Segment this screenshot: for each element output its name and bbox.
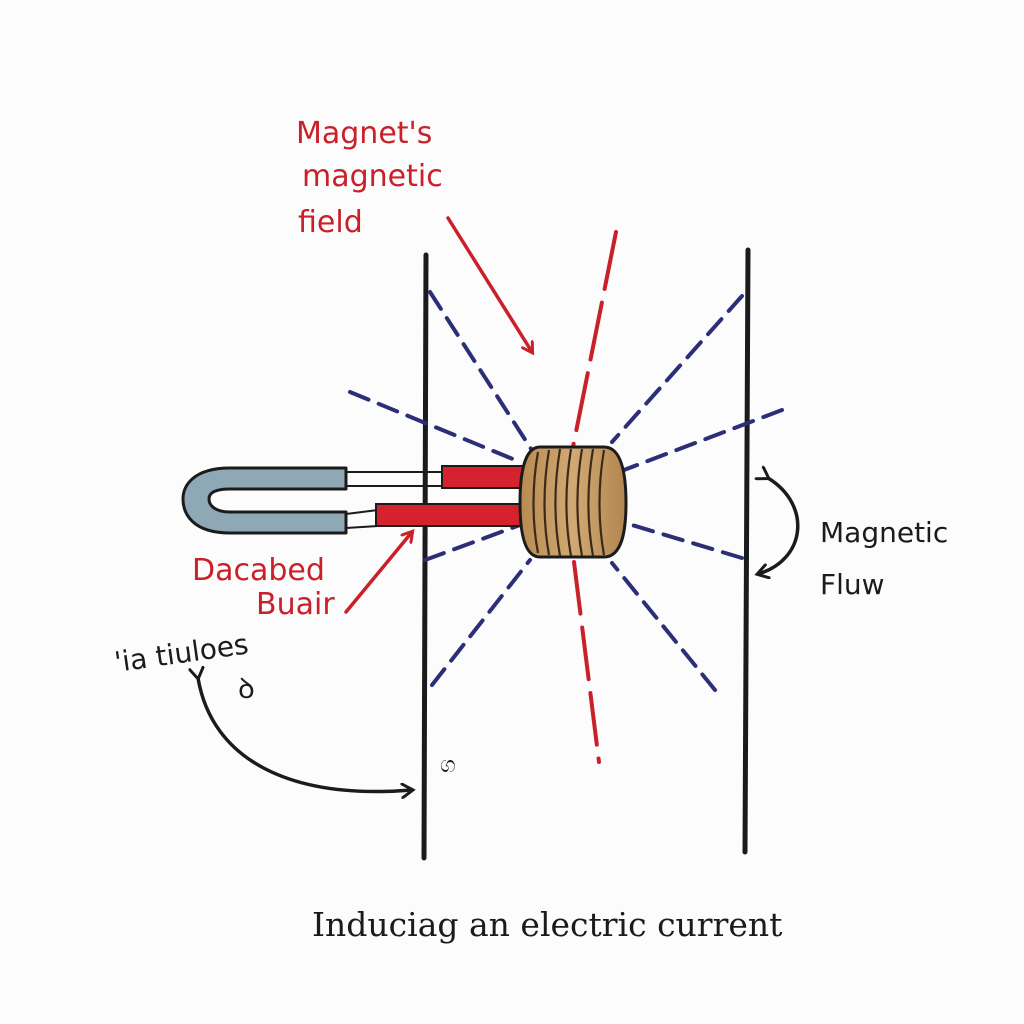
field-line bbox=[348, 390, 522, 464]
red-bar-lower bbox=[375, 503, 525, 527]
red-axis-line-top bbox=[570, 230, 618, 454]
field-line bbox=[428, 290, 537, 457]
horseshoe-magnet bbox=[181, 466, 444, 535]
bar-arrow bbox=[344, 532, 412, 614]
note-curved-arrow bbox=[198, 678, 412, 792]
small-mark-left: ꝺ bbox=[238, 672, 255, 705]
red-axis-line-bottom bbox=[572, 560, 601, 764]
red-bar-upper bbox=[441, 465, 525, 489]
field-line bbox=[423, 523, 522, 562]
flux-label-line2: Fluw bbox=[820, 568, 885, 601]
field-label-line1: Magnet's bbox=[296, 116, 432, 151]
diagram-caption: Induciag an electric current bbox=[312, 905, 782, 944]
field-line bbox=[610, 294, 744, 444]
bar-label-line2: Buair bbox=[256, 587, 335, 622]
right-rail bbox=[742, 247, 751, 855]
flux-double-arrow bbox=[758, 478, 800, 574]
bar-label-line1: Dacabed bbox=[192, 553, 325, 588]
field-arrow bbox=[446, 216, 532, 352]
left-note-label: 'ia tiuloes bbox=[112, 627, 250, 678]
field-label-line3: field bbox=[298, 205, 363, 240]
left-rail bbox=[421, 252, 429, 861]
small-mark-rail: ග bbox=[440, 753, 456, 778]
coil bbox=[518, 445, 628, 559]
field-line bbox=[610, 561, 717, 692]
flux-label-line1: Magnetic bbox=[820, 516, 948, 549]
field-line bbox=[622, 408, 784, 472]
field-line bbox=[430, 558, 532, 687]
field-lines bbox=[348, 290, 784, 692]
field-label-line2: magnetic bbox=[302, 159, 443, 194]
field-line bbox=[620, 520, 744, 560]
